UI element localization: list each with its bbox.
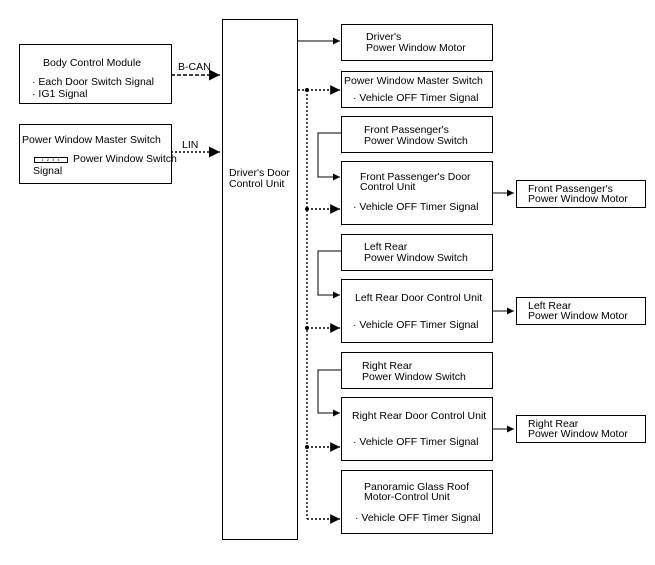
rr-switch-link [317, 369, 341, 417]
box-text: Front Passenger's Door [360, 171, 471, 183]
drivers-door-control-unit-box: Driver's Door Control Unit [222, 19, 298, 540]
box-text: Front Passenger's [364, 124, 449, 136]
box-text: · Vehicle OFF Timer Signal [353, 201, 479, 213]
box-text: Left Rear [528, 300, 572, 312]
junction-dot [305, 445, 309, 449]
left-rear-power-window-switch-box: Left Rear Power Window Switch [341, 234, 493, 271]
junction-dot [305, 88, 309, 92]
box-text: Control Unit [360, 181, 416, 193]
box-text: Right Rear [528, 418, 579, 430]
pwms-signal: Signal [33, 165, 63, 177]
junction-dot [305, 326, 309, 330]
box-text: Right Rear Door Control Unit [352, 410, 487, 422]
lr-switch-link [317, 250, 341, 299]
panoramic-glass-roof-motor-control-unit-box: Panoramic Glass Roof Motor-Control Unit … [341, 470, 493, 534]
power-window-master-switch-right-box: Power Window Master Switch · Vehicle OFF… [341, 71, 493, 108]
front-passenger-power-window-switch-box: Front Passenger's Power Window Switch [341, 116, 493, 153]
box-text: · Vehicle OFF Timer Signal [353, 436, 479, 448]
box-text: Power Window Switch [364, 135, 468, 147]
box-text: Power Window Master Switch [344, 75, 483, 87]
fp-switch-link [317, 132, 341, 181]
bcm-title: Body Control Module [43, 57, 142, 69]
front-passenger-door-control-unit-box: Front Passenger's Door Control Unit · Ve… [341, 161, 493, 225]
box-text: Power Window Switch [362, 371, 466, 383]
center-title: Control Unit [229, 178, 285, 190]
box-text: Power Window Motor [366, 42, 466, 54]
center-title: Driver's Door [229, 167, 290, 179]
front-passenger-power-window-motor-box: Front Passenger's Power Window Motor [516, 180, 646, 208]
box-text: Panoramic Glass Roof [364, 481, 470, 493]
right-rear-door-control-unit-box: Right Rear Door Control Unit · Vehicle O… [341, 397, 493, 461]
bcm-signal: · IG1 Signal [32, 88, 88, 100]
right-rear-power-window-motor-box: Right Rear Power Window Motor [516, 415, 646, 443]
box-text: Power Window Motor [528, 193, 628, 205]
box-text: Driver's [366, 31, 402, 43]
drivers-power-window-motor-box: Driver's Power Window Motor [341, 24, 493, 61]
switch-panel-icon: 1 2 3 4 [34, 157, 68, 163]
box-text: Right Rear [362, 360, 413, 372]
box-text: Left Rear Door Control Unit [355, 292, 483, 304]
left-rear-power-window-motor-box: Left Rear Power Window Motor [516, 297, 646, 325]
box-text: Power Window Motor [528, 310, 628, 322]
box-text: Front Passenger's [528, 183, 613, 195]
bcan-label: B-CAN [178, 61, 211, 73]
body-control-module-box: Body Control Module · Each Door Switch S… [19, 44, 172, 104]
box-text: Left Rear [364, 241, 408, 253]
box-text: · Vehicle OFF Timer Signal [355, 512, 481, 524]
pwms-title: Power Window Master Switch [22, 134, 161, 146]
power-window-master-switch-box: Power Window Master Switch 1 2 3 4 Power… [19, 124, 177, 184]
box-text: · Vehicle OFF Timer Signal [353, 319, 479, 331]
lin-label: LIN [182, 139, 199, 151]
box-text: Power Window Switch [364, 252, 468, 264]
right-rear-power-window-switch-box: Right Rear Power Window Switch [341, 352, 493, 389]
bcm-signal: · Each Door Switch Signal [32, 76, 154, 88]
pwms-signal: Power Window Switch [73, 153, 177, 165]
box-text: Motor-Control Unit [364, 491, 450, 503]
left-rear-door-control-unit-box: Left Rear Door Control Unit · Vehicle OF… [341, 279, 493, 343]
box-text: · Vehicle OFF Timer Signal [353, 92, 479, 104]
box-text: Power Window Motor [528, 428, 628, 440]
junction-dot [305, 207, 309, 211]
